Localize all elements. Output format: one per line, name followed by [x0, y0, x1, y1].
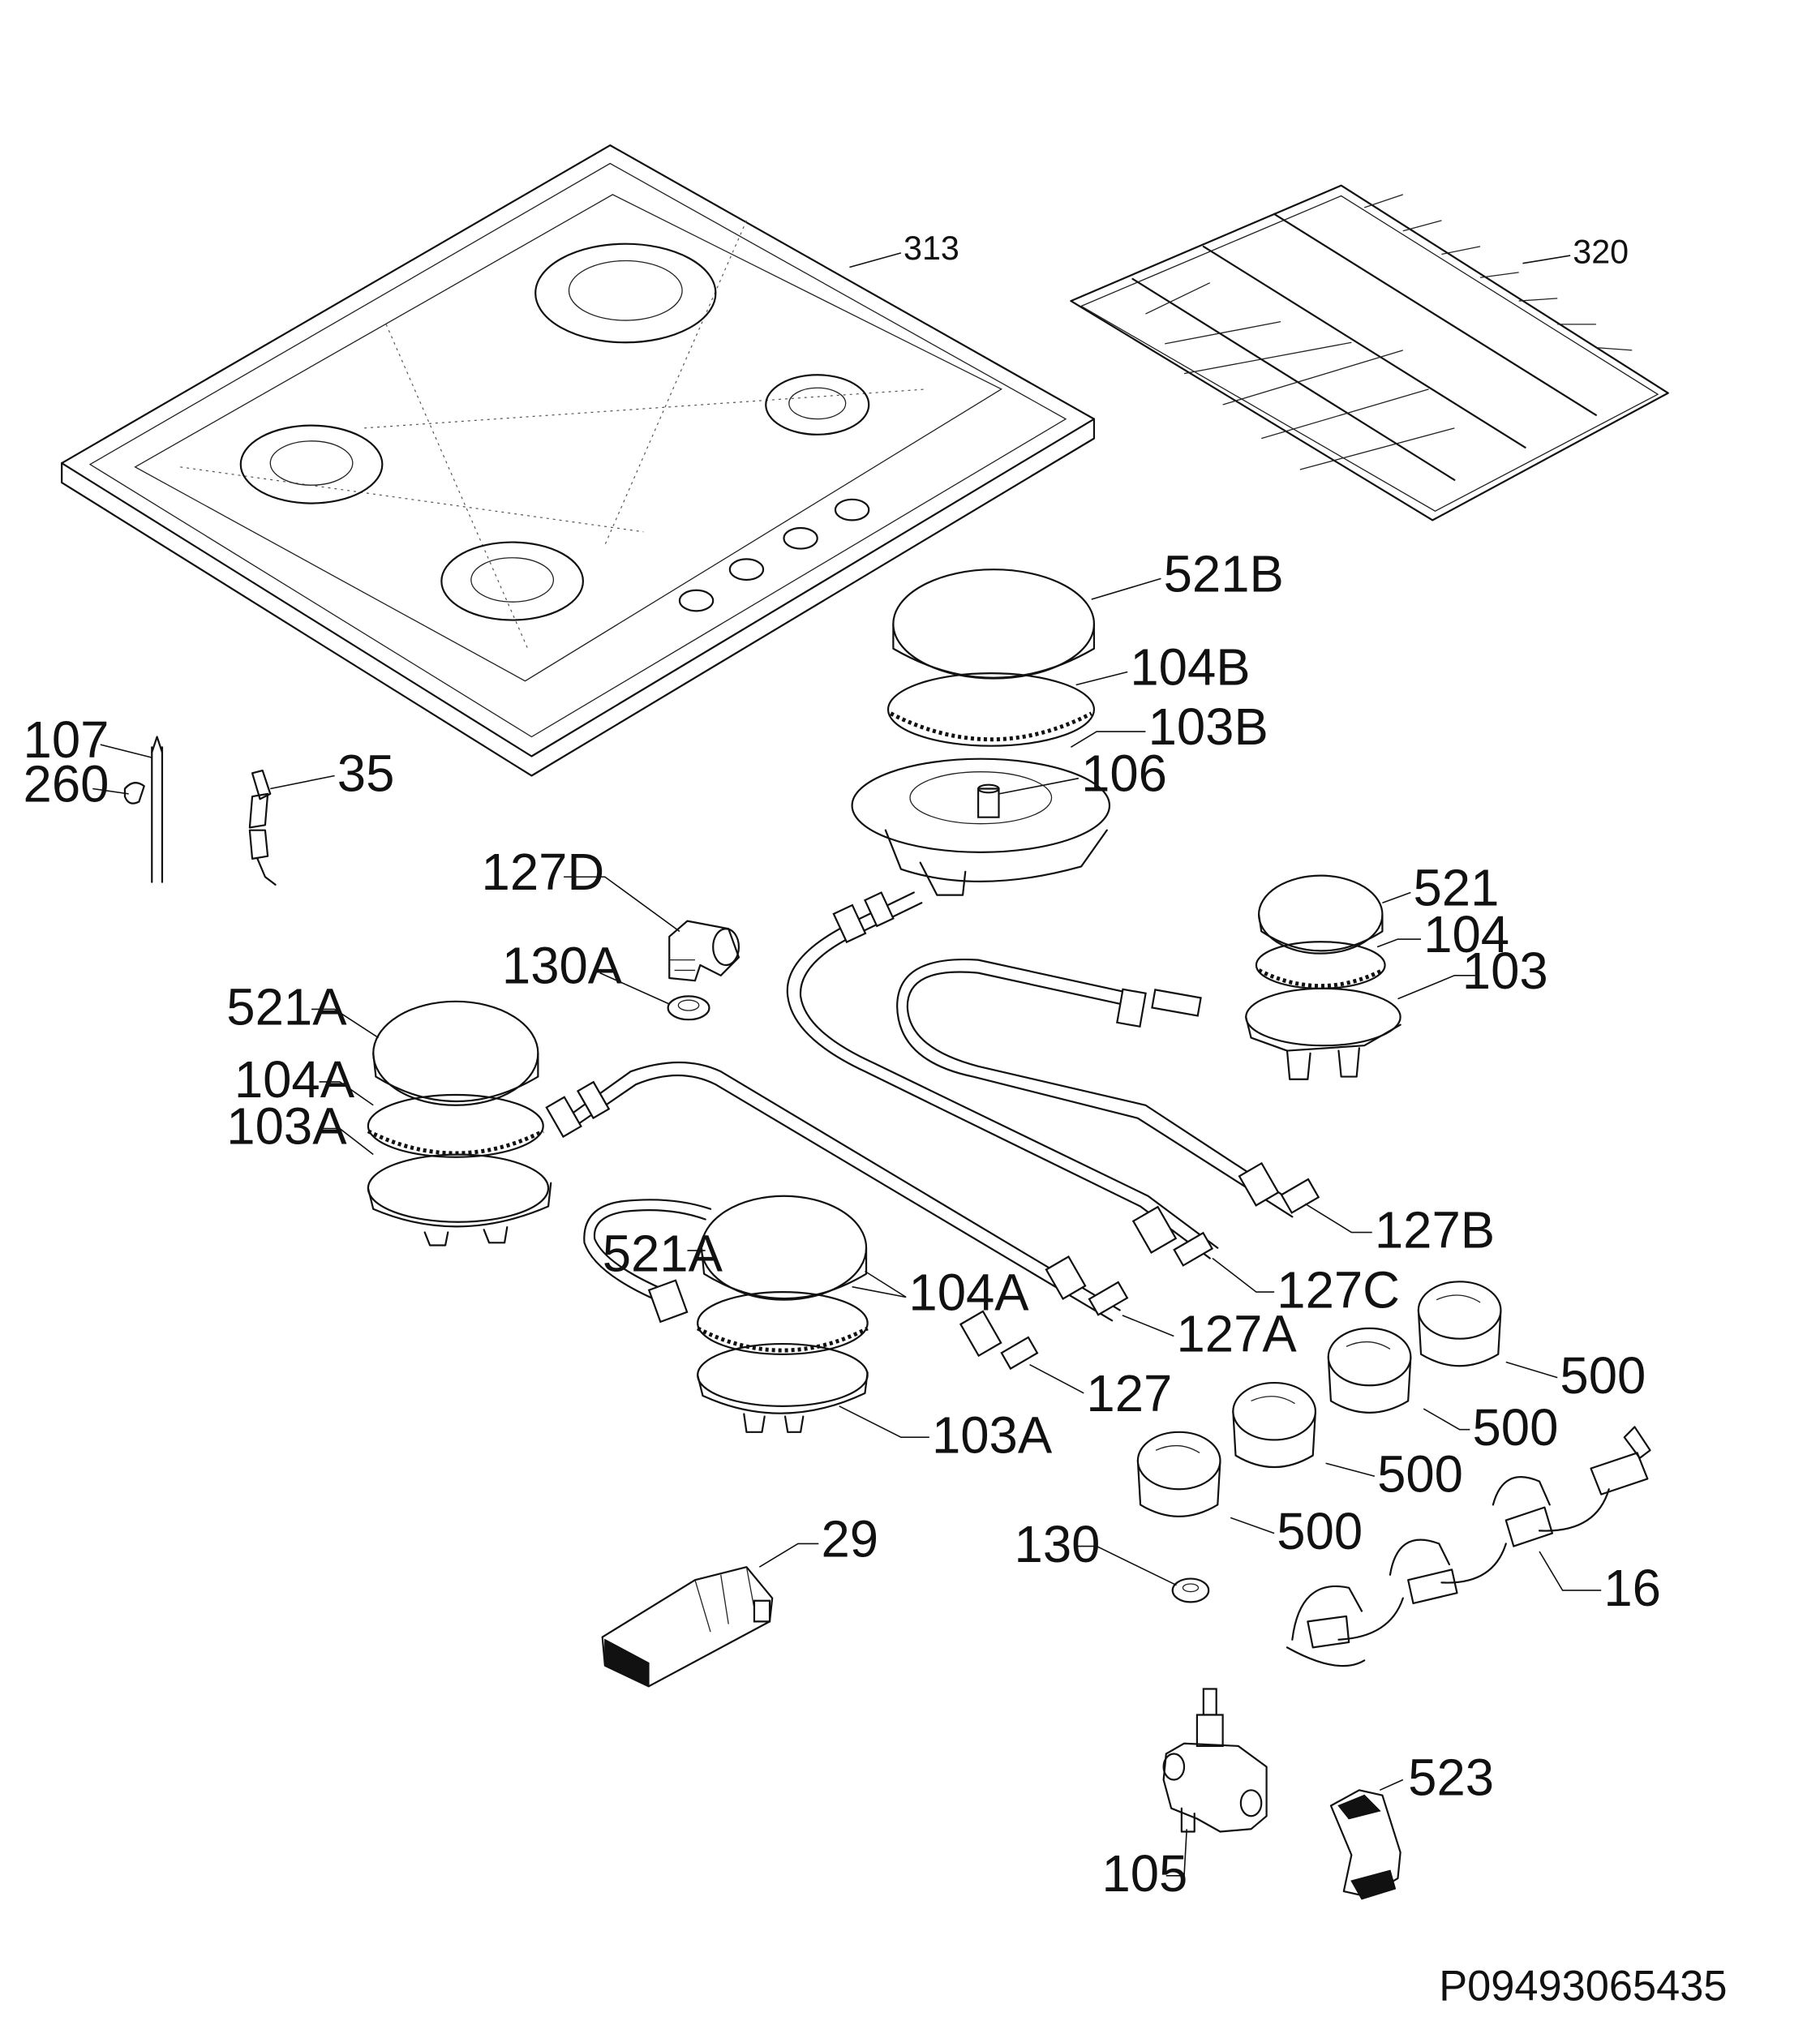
control-knob-2 — [1329, 1328, 1411, 1413]
gas-pipe-127 — [584, 1199, 710, 1302]
burner-cap-521a-left — [373, 1002, 538, 1105]
label-500-4: 500 — [1277, 1502, 1363, 1560]
pipe-fittings — [547, 893, 1319, 1369]
label-103: 103 — [1462, 942, 1548, 1000]
gas-pipe-127b — [897, 959, 1300, 1217]
control-knob-4 — [1138, 1432, 1221, 1517]
label-29: 29 — [821, 1509, 878, 1568]
label-104a-front: 104A — [908, 1263, 1029, 1321]
label-320: 320 — [1573, 234, 1629, 271]
microswitch-harness-16 — [1287, 1427, 1650, 1666]
clip-523 — [1331, 1790, 1401, 1899]
label-523: 523 — [1408, 1748, 1494, 1806]
knob-holes — [680, 500, 869, 611]
burner-opening-left — [241, 426, 383, 504]
burner-opening-right — [766, 375, 869, 435]
burner-cap-521b — [893, 569, 1094, 678]
label-313: 313 — [904, 230, 959, 267]
gas-pipe-127d — [788, 892, 1218, 1258]
label-127: 127 — [1086, 1364, 1172, 1423]
label-104: 104 — [1423, 905, 1509, 963]
label-104a-left: 104A — [234, 1050, 355, 1109]
seal-130a — [668, 996, 710, 1019]
hob-top-plate — [62, 145, 1094, 775]
label-105: 105 — [1101, 1844, 1187, 1903]
label-127c: 127C — [1277, 1260, 1400, 1319]
flame-spreader-104a-front — [698, 1292, 867, 1354]
clip-260 — [125, 783, 144, 803]
control-knob-3 — [1233, 1383, 1316, 1467]
label-103b: 103B — [1148, 697, 1268, 756]
label-106: 106 — [1081, 744, 1167, 802]
burner-base-103b — [852, 759, 1110, 895]
label-127d: 127D — [482, 843, 605, 901]
label-521: 521 — [1414, 858, 1500, 916]
gas-pipe-127a — [573, 1062, 1119, 1320]
burner-opening-large — [535, 244, 715, 343]
seal-130 — [1173, 1579, 1208, 1603]
label-127a: 127A — [1177, 1304, 1298, 1362]
flame-spreader-104a-left — [368, 1095, 543, 1157]
label-521b: 521B — [1164, 544, 1284, 603]
burner-cap-521 — [1259, 876, 1382, 954]
leader-lines — [92, 253, 1601, 1876]
burner-base-103a-left — [368, 1155, 551, 1246]
burner-opening-front — [441, 543, 583, 620]
drawing-code: P09493065435 — [1439, 1962, 1727, 2010]
pan-support-grid — [1071, 186, 1668, 521]
label-130a: 130A — [502, 936, 623, 994]
label-521a-left: 521A — [226, 977, 347, 1036]
label-103a-front: 103A — [932, 1405, 1053, 1464]
label-500-3: 500 — [1377, 1444, 1463, 1503]
control-knob-1 — [1419, 1281, 1501, 1366]
elbow-fitting-127d — [669, 921, 739, 981]
label-35: 35 — [337, 744, 395, 802]
burner-base-103a-front — [698, 1344, 867, 1432]
label-500-2: 500 — [1473, 1398, 1559, 1457]
thermocouple-107 — [152, 737, 162, 882]
label-260: 260 — [24, 754, 109, 813]
label-500-1: 500 — [1560, 1346, 1646, 1405]
injector-106 — [978, 785, 998, 817]
label-127b: 127B — [1375, 1200, 1495, 1259]
label-103a-left: 103A — [226, 1097, 347, 1156]
flame-spreader-104b — [888, 673, 1094, 746]
label-130: 130 — [1015, 1515, 1101, 1573]
burner-base-103 — [1246, 989, 1400, 1079]
label-107: 107 — [24, 710, 109, 769]
label-16: 16 — [1603, 1559, 1661, 1617]
label-521a-front: 521A — [603, 1224, 723, 1282]
gas-tap-105 — [1164, 1689, 1267, 1832]
part-labels: 313 320 521B 104B 103B 106 107 260 35 12… — [24, 230, 1728, 2010]
ignition-plug-35 — [250, 770, 276, 885]
label-104b: 104B — [1130, 637, 1250, 696]
ignition-unit-29 — [603, 1567, 772, 1686]
burner-cap-521a-front — [702, 1196, 866, 1300]
